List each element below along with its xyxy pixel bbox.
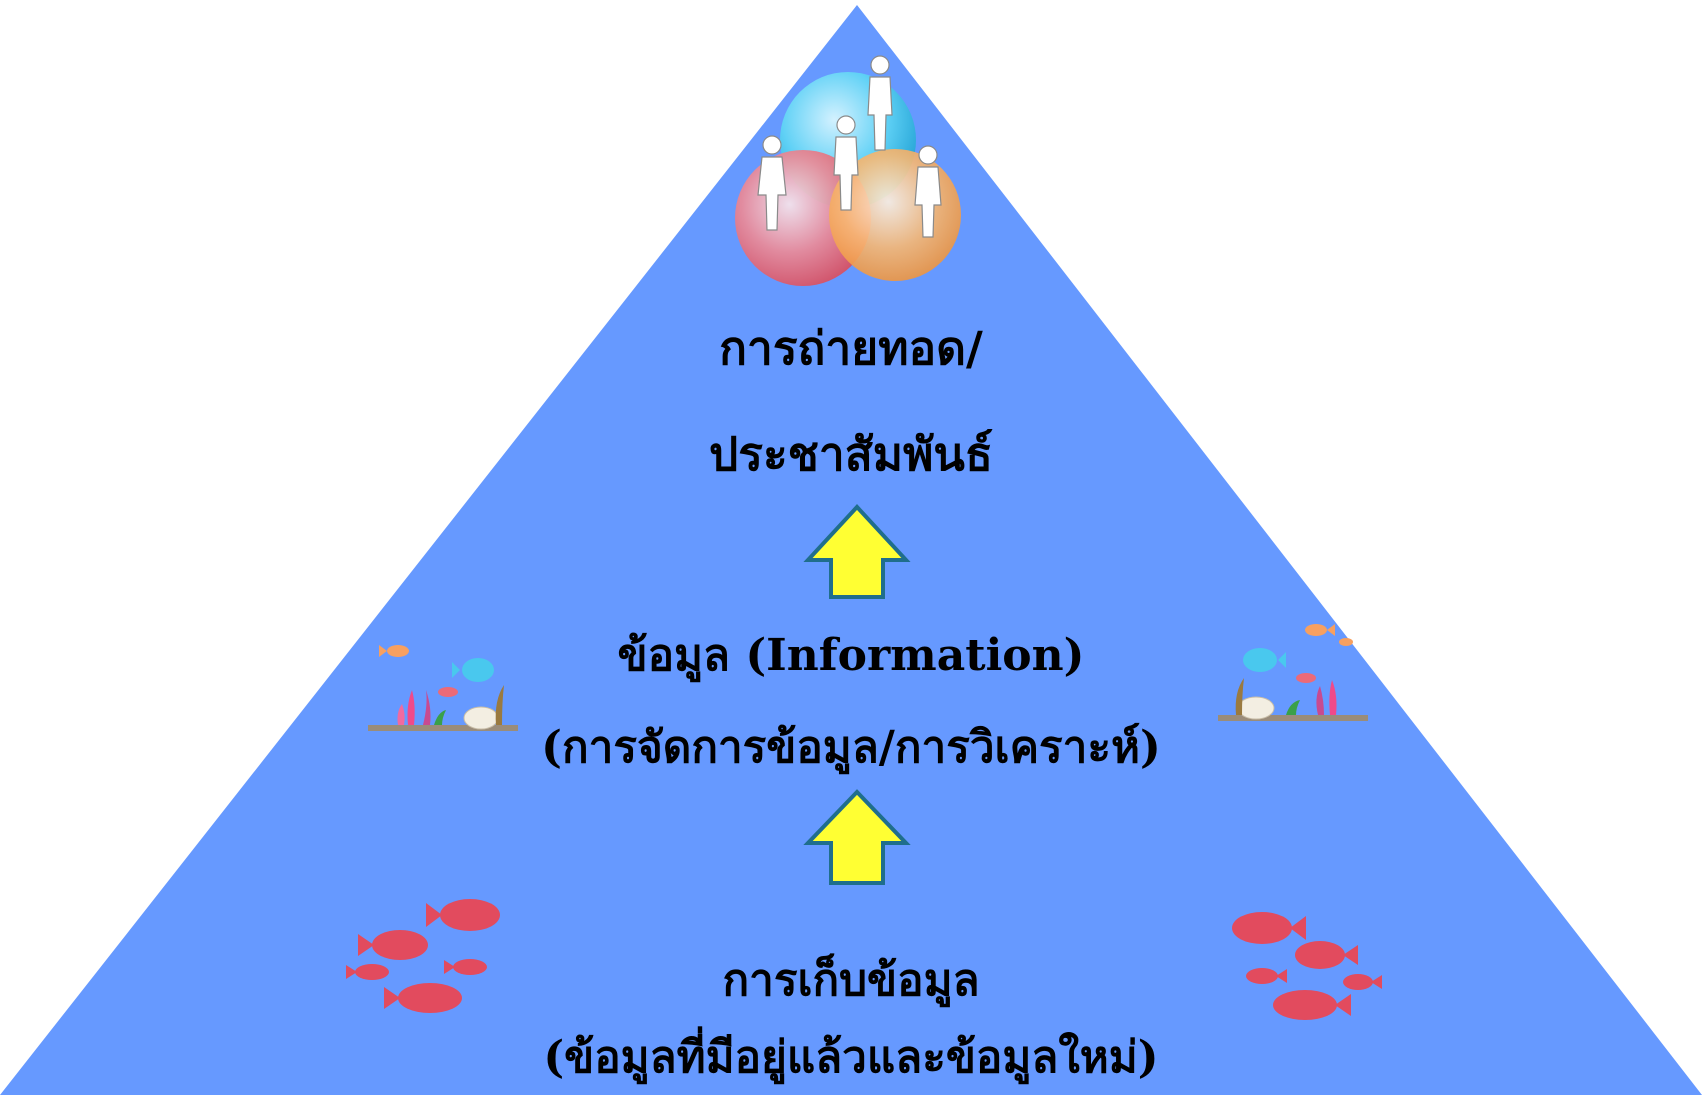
- level-top-line-2: ประชาสัมพันธ์: [709, 427, 993, 481]
- level-bottom-line-2: (ข้อมูลที่มีอยู่แล้วและข้อมูลใหม่): [543, 1032, 1159, 1083]
- aquarium-scene-icon: [368, 645, 518, 731]
- fish-school-icon: [1232, 912, 1382, 1020]
- up-arrow-icon: [803, 789, 911, 885]
- up-arrow-icon: [803, 504, 911, 599]
- aquarium-scene-icon: [1218, 624, 1368, 721]
- level-top-line-1: การถ่ายทอด/: [719, 321, 983, 375]
- fish-school-icon: [346, 899, 500, 1013]
- level-middle-line-2: (การจัดการข้อมูล/การวิเคราะห์): [541, 722, 1161, 773]
- people-venn-icon: [735, 55, 961, 286]
- level-bottom-line-1: การเก็บข้อมูล: [722, 955, 980, 1006]
- level-middle-line-1: ข้อมูล (Information): [617, 630, 1085, 681]
